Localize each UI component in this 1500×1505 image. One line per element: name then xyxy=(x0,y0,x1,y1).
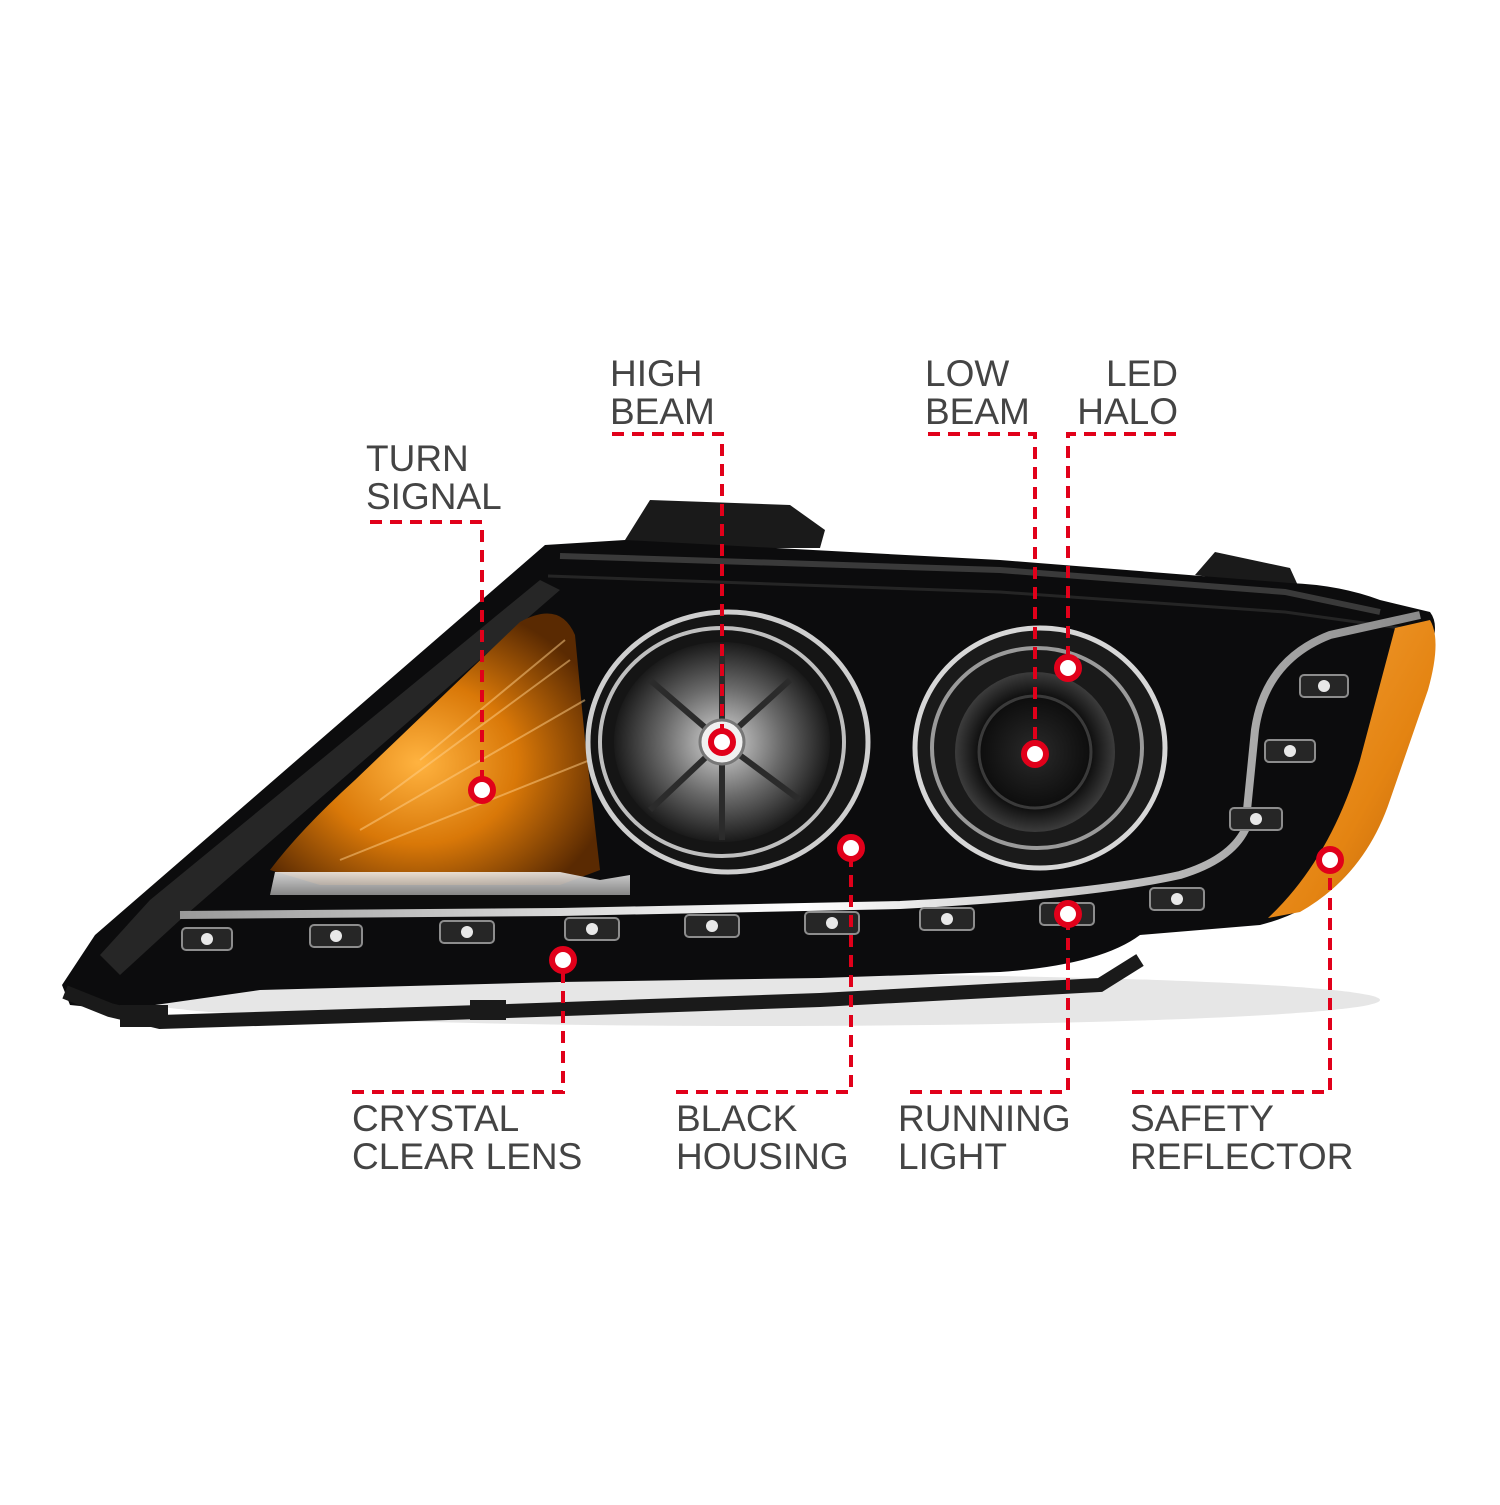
leader-line-safety-reflector xyxy=(1132,860,1332,1094)
leader-line-running-light xyxy=(910,914,1070,1094)
callout-dot-turn-signal xyxy=(468,776,496,804)
chrome-strip xyxy=(179,611,1421,919)
callout-dot-crystal-clear-lens xyxy=(549,946,577,974)
base-tab-mid xyxy=(470,1000,506,1020)
label-line: RUNNING xyxy=(898,1098,1071,1139)
leader-line-crystal-clear-lens xyxy=(352,960,565,1094)
label-line: CRYSTAL xyxy=(352,1098,520,1139)
label-crystal-clear-lens: CRYSTAL CLEAR LENS xyxy=(352,1100,582,1176)
top-rim xyxy=(559,553,1381,615)
label-safety-reflector: SAFETY REFLECTOR xyxy=(1130,1100,1353,1176)
label-led-halo: LED HALO xyxy=(1060,355,1178,431)
label-line: LED xyxy=(1106,353,1178,394)
callout-dot-high-beam xyxy=(708,728,736,756)
label-turn-signal: TURN SIGNAL xyxy=(366,440,502,516)
label-line: LOW xyxy=(925,353,1010,394)
running-led-dots xyxy=(201,680,1330,945)
label-high-beam: HIGH BEAM xyxy=(610,355,715,431)
crystal-panel xyxy=(270,872,630,895)
label-running-light: RUNNING LIGHT xyxy=(898,1100,1071,1176)
callout-dot-low-beam xyxy=(1021,740,1049,768)
base-tab-left xyxy=(120,1005,168,1027)
callout-dot-running-light xyxy=(1054,900,1082,928)
callout-dot-black-housing xyxy=(837,834,865,862)
label-line: BLACK xyxy=(676,1098,798,1139)
label-line: LIGHT xyxy=(898,1136,1007,1177)
label-line: SAFETY xyxy=(1130,1098,1274,1139)
right-bracket xyxy=(1195,552,1300,590)
top-bracket xyxy=(625,500,825,548)
callout-dot-safety-reflector xyxy=(1316,846,1344,874)
amber-corner xyxy=(270,613,600,885)
label-line: BEAM xyxy=(610,391,715,432)
top-rim-inner xyxy=(547,574,1401,630)
leader-line-turn-signal xyxy=(370,520,484,790)
label-line: BEAM xyxy=(925,391,1030,432)
leader-line-low-beam xyxy=(928,432,1037,754)
leader-line-high-beam xyxy=(612,432,724,742)
high-beam-facets xyxy=(647,650,802,840)
label-line: HALO xyxy=(1077,391,1178,432)
label-line: CLEAR LENS xyxy=(352,1136,583,1177)
safety-reflector-lens xyxy=(1268,620,1436,918)
lens-left-facet xyxy=(100,580,560,975)
label-low-beam: LOW BEAM xyxy=(925,355,1030,431)
leader-line-black-housing xyxy=(676,848,853,1094)
callout-dot-led-halo xyxy=(1054,654,1082,682)
label-line: TURN xyxy=(366,438,469,479)
label-line: REFLECTOR xyxy=(1130,1136,1354,1177)
label-black-housing: BLACK HOUSING xyxy=(676,1100,849,1176)
label-line: HOUSING xyxy=(676,1136,849,1177)
leader-line-led-halo xyxy=(1066,432,1176,668)
amber-ribs xyxy=(339,639,591,861)
label-line: HIGH xyxy=(610,353,703,394)
label-line: SIGNAL xyxy=(366,476,502,517)
